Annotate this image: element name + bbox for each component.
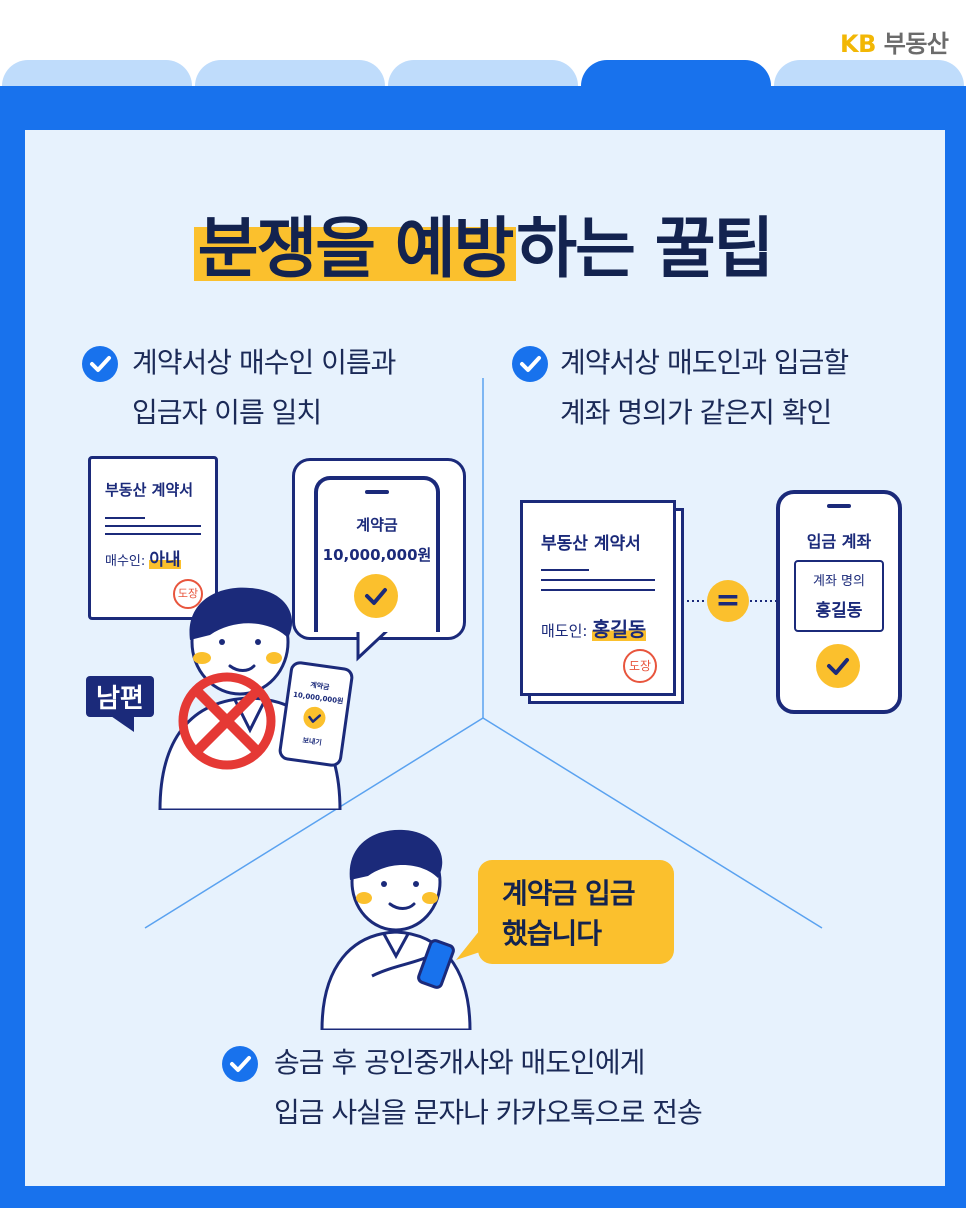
tip-3-text: 송금 후 공인중개사와 매도인에게 입금 사실을 문자나 카카오톡으로 전송 xyxy=(274,1038,703,1138)
tip-2-line-2: 계좌 명의가 같은지 확인 xyxy=(560,396,832,429)
buyer-label: 매수인: xyxy=(105,554,150,569)
check-icon xyxy=(354,574,398,618)
check-icon xyxy=(302,705,327,731)
title-highlight: 분쟁을 예방 xyxy=(193,210,517,287)
seller-name: 홍길동 xyxy=(592,618,647,641)
logo-kb: KB xyxy=(840,30,876,58)
phone-deposit: 계약금 10,000,000원 xyxy=(314,476,440,632)
tip-3-line-2: 입금 사실을 문자나 카카오톡으로 전송 xyxy=(274,1096,703,1129)
tip-2-line-1: 계약서상 매도인과 입금할 xyxy=(560,346,849,379)
send-button: 보내기 xyxy=(301,736,323,748)
speech-tail-icon xyxy=(456,930,480,960)
doc-rule xyxy=(541,589,655,591)
doc-rule xyxy=(105,517,145,519)
stamp-icon: 도장 xyxy=(623,649,657,683)
tip-3-line-1: 송금 후 공인중개사와 매도인에게 xyxy=(274,1046,645,1079)
doc-title: 부동산 계약서 xyxy=(541,534,641,554)
phone-notch xyxy=(827,504,851,508)
speech-line-2: 했습니다 xyxy=(502,917,602,950)
speech-line-1: 계약금 입금 xyxy=(502,877,636,910)
seller-label: 매도인: xyxy=(541,622,593,640)
small-phone: 계약금 10,000,000원 보내기 xyxy=(277,660,355,768)
tip-2-text: 계약서상 매도인과 입금할 계좌 명의가 같은지 확인 xyxy=(560,338,849,438)
phone-label: 계약금 xyxy=(356,516,398,534)
phone-notch xyxy=(365,490,389,494)
page-title: 분쟁을 예방하는 꿀팁 xyxy=(0,195,966,291)
tip-1-line-2: 입금자 이름 일치 xyxy=(132,396,322,429)
phone-amount: 10,000,000원 xyxy=(322,546,432,564)
husband-tag: 남편 xyxy=(86,676,154,717)
tip-1-line-1: 계약서상 매수인 이름과 xyxy=(132,346,396,379)
speech-bubble: 계약금 입금 했습니다 xyxy=(478,860,674,964)
phone-account: 입금 계좌 계좌 명의 홍길동 xyxy=(776,490,902,714)
doc-rule xyxy=(105,525,201,527)
contract-document-seller: 부동산 계약서 매도인: 홍길동 도장 xyxy=(520,500,676,696)
buyer-name: 아내 xyxy=(149,549,181,569)
account-phone-title: 입금 계좌 xyxy=(806,532,872,551)
doc-rule xyxy=(105,533,201,535)
logo-text: 부동산 xyxy=(883,30,949,58)
tip-1-text: 계약서상 매수인 이름과 입금자 이름 일치 xyxy=(132,338,396,438)
doc-title: 부동산 계약서 xyxy=(105,481,194,499)
tag-tail-icon xyxy=(108,714,134,732)
prohibited-x-icon xyxy=(178,672,276,770)
stamp-icon: 도장 xyxy=(173,579,203,609)
check-icon xyxy=(82,346,118,382)
account-box: 계좌 명의 홍길동 xyxy=(794,560,884,632)
seller-field: 매도인: 홍길동 xyxy=(541,613,647,642)
account-label: 계좌 명의 xyxy=(813,574,865,589)
equals-icon: = xyxy=(707,580,749,622)
man-texting-figure xyxy=(320,829,472,1030)
check-icon xyxy=(816,644,860,688)
check-icon xyxy=(222,1046,258,1082)
buyer-field: 매수인: 아내 xyxy=(105,545,181,570)
title-rest: 하는 꿀팁 xyxy=(516,210,774,287)
speech-tail-icon xyxy=(356,628,393,662)
account-name: 홍길동 xyxy=(815,601,863,621)
check-icon xyxy=(512,346,548,382)
doc-rule xyxy=(541,569,589,571)
kb-logo: KB 부동산 xyxy=(840,24,949,59)
speech-text: 계약금 입금 했습니다 xyxy=(502,874,636,954)
doc-rule xyxy=(541,579,655,581)
contract-document-buyer: 부동산 계약서 매수인: 아내 도장 xyxy=(88,456,218,620)
